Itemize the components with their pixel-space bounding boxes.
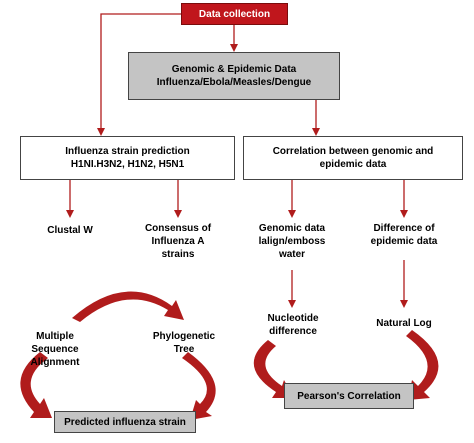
consensus-line3: strains — [161, 249, 195, 260]
correlation-box: Correlation between genomic and epidemic… — [243, 136, 463, 180]
strain-prediction-line1: Influenza strain prediction — [65, 146, 190, 157]
genomic-tools-line1: Genomic data — [258, 223, 326, 234]
strain-prediction-line2: H1NI.H3N2, H1N2, H5N1 — [70, 159, 185, 170]
curved-arrow-msa-to-predicted — [20, 352, 52, 418]
phylo-line2: Tree — [173, 344, 195, 355]
nucleotide-line2: difference — [269, 326, 317, 337]
pearson-correlation-label: Pearson's Correlation — [297, 390, 401, 402]
phylo-line1: Phylogenetic — [152, 331, 216, 342]
data-collection-label: Data collection — [198, 8, 271, 20]
nucleotide-label: Nucleotide difference — [248, 312, 338, 338]
curved-arrow-msa-to-phylo — [72, 291, 184, 322]
clustal-text: Clustal W — [47, 225, 93, 236]
genomic-epidemic-line2: Influenza/Ebola/Measles/Dengue — [156, 77, 312, 88]
predicted-strain-box: Predicted influenza strain — [54, 411, 196, 433]
natural-log-text: Natural Log — [376, 318, 432, 329]
difference-line1: Difference of — [373, 223, 435, 234]
predicted-strain-label: Predicted influenza strain — [64, 416, 186, 428]
nucleotide-line1: Nucleotide — [267, 313, 319, 324]
difference-line2: epidemic data — [370, 236, 438, 247]
clustal-label: Clustal W — [30, 224, 110, 237]
msa-label: Multiple Sequence Alignment — [10, 330, 100, 369]
msa-line3: Alignment — [30, 357, 80, 368]
genomic-tools-line3: water — [278, 249, 306, 260]
msa-line1: Multiple — [36, 331, 74, 342]
msa-line2: Sequence — [31, 344, 79, 355]
consensus-line1: Consensus of — [144, 223, 212, 234]
correlation-line2: epidemic data — [319, 159, 387, 170]
correlation-line1: Correlation between genomic and — [272, 146, 434, 157]
difference-label: Difference of epidemic data — [354, 222, 454, 248]
curved-arrow-phylo-to-predicted — [182, 352, 216, 420]
data-collection-box: Data collection — [181, 3, 288, 25]
pearson-correlation-box: Pearson's Correlation — [284, 383, 414, 409]
phylo-label: Phylogenetic Tree — [136, 330, 232, 356]
genomic-tools-line2: lalign/emboss — [258, 236, 326, 247]
consensus-label: Consensus of Influenza A strains — [128, 222, 228, 261]
genomic-tools-label: Genomic data lalign/emboss water — [242, 222, 342, 261]
genomic-epidemic-line1: Genomic & Epidemic Data — [171, 64, 297, 75]
strain-prediction-box: Influenza strain prediction H1NI.H3N2, H… — [20, 136, 235, 180]
genomic-epidemic-box: Genomic & Epidemic Data Influenza/Ebola/… — [128, 52, 340, 100]
consensus-line2: Influenza A — [151, 236, 205, 247]
natural-log-label: Natural Log — [354, 317, 454, 330]
curved-arrow-naturallog-to-pearson — [406, 330, 439, 400]
arrow-to-strain-prediction — [97, 13, 181, 136]
curved-arrow-nucleotide-to-pearson — [253, 340, 294, 398]
